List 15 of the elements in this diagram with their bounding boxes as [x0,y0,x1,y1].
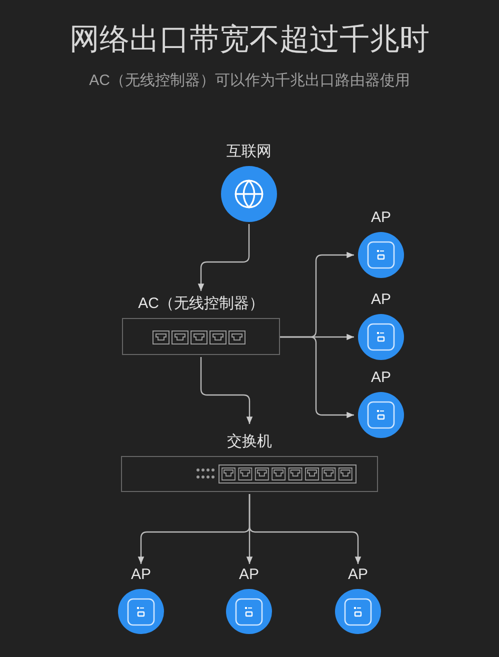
node-label: AP [370,209,391,227]
node-label: AC（无线控制器） [138,295,264,313]
node-label: AP [130,566,151,584]
title: 网络出口带宽不超过千兆时 [68,22,430,58]
arrow [198,224,250,291]
arrow [200,357,253,424]
node-label: AP [238,566,259,584]
node-label: 互联网 [226,143,272,161]
node-label: AP [370,291,391,309]
node-label: 交换机 [227,433,272,451]
arrow [280,336,354,418]
subtitle: AC（无线控制器）可以作为千兆出口路由器使用 [88,71,411,91]
node-label: AP [370,369,391,387]
node-label: AP [348,566,368,584]
arrow [248,494,362,564]
